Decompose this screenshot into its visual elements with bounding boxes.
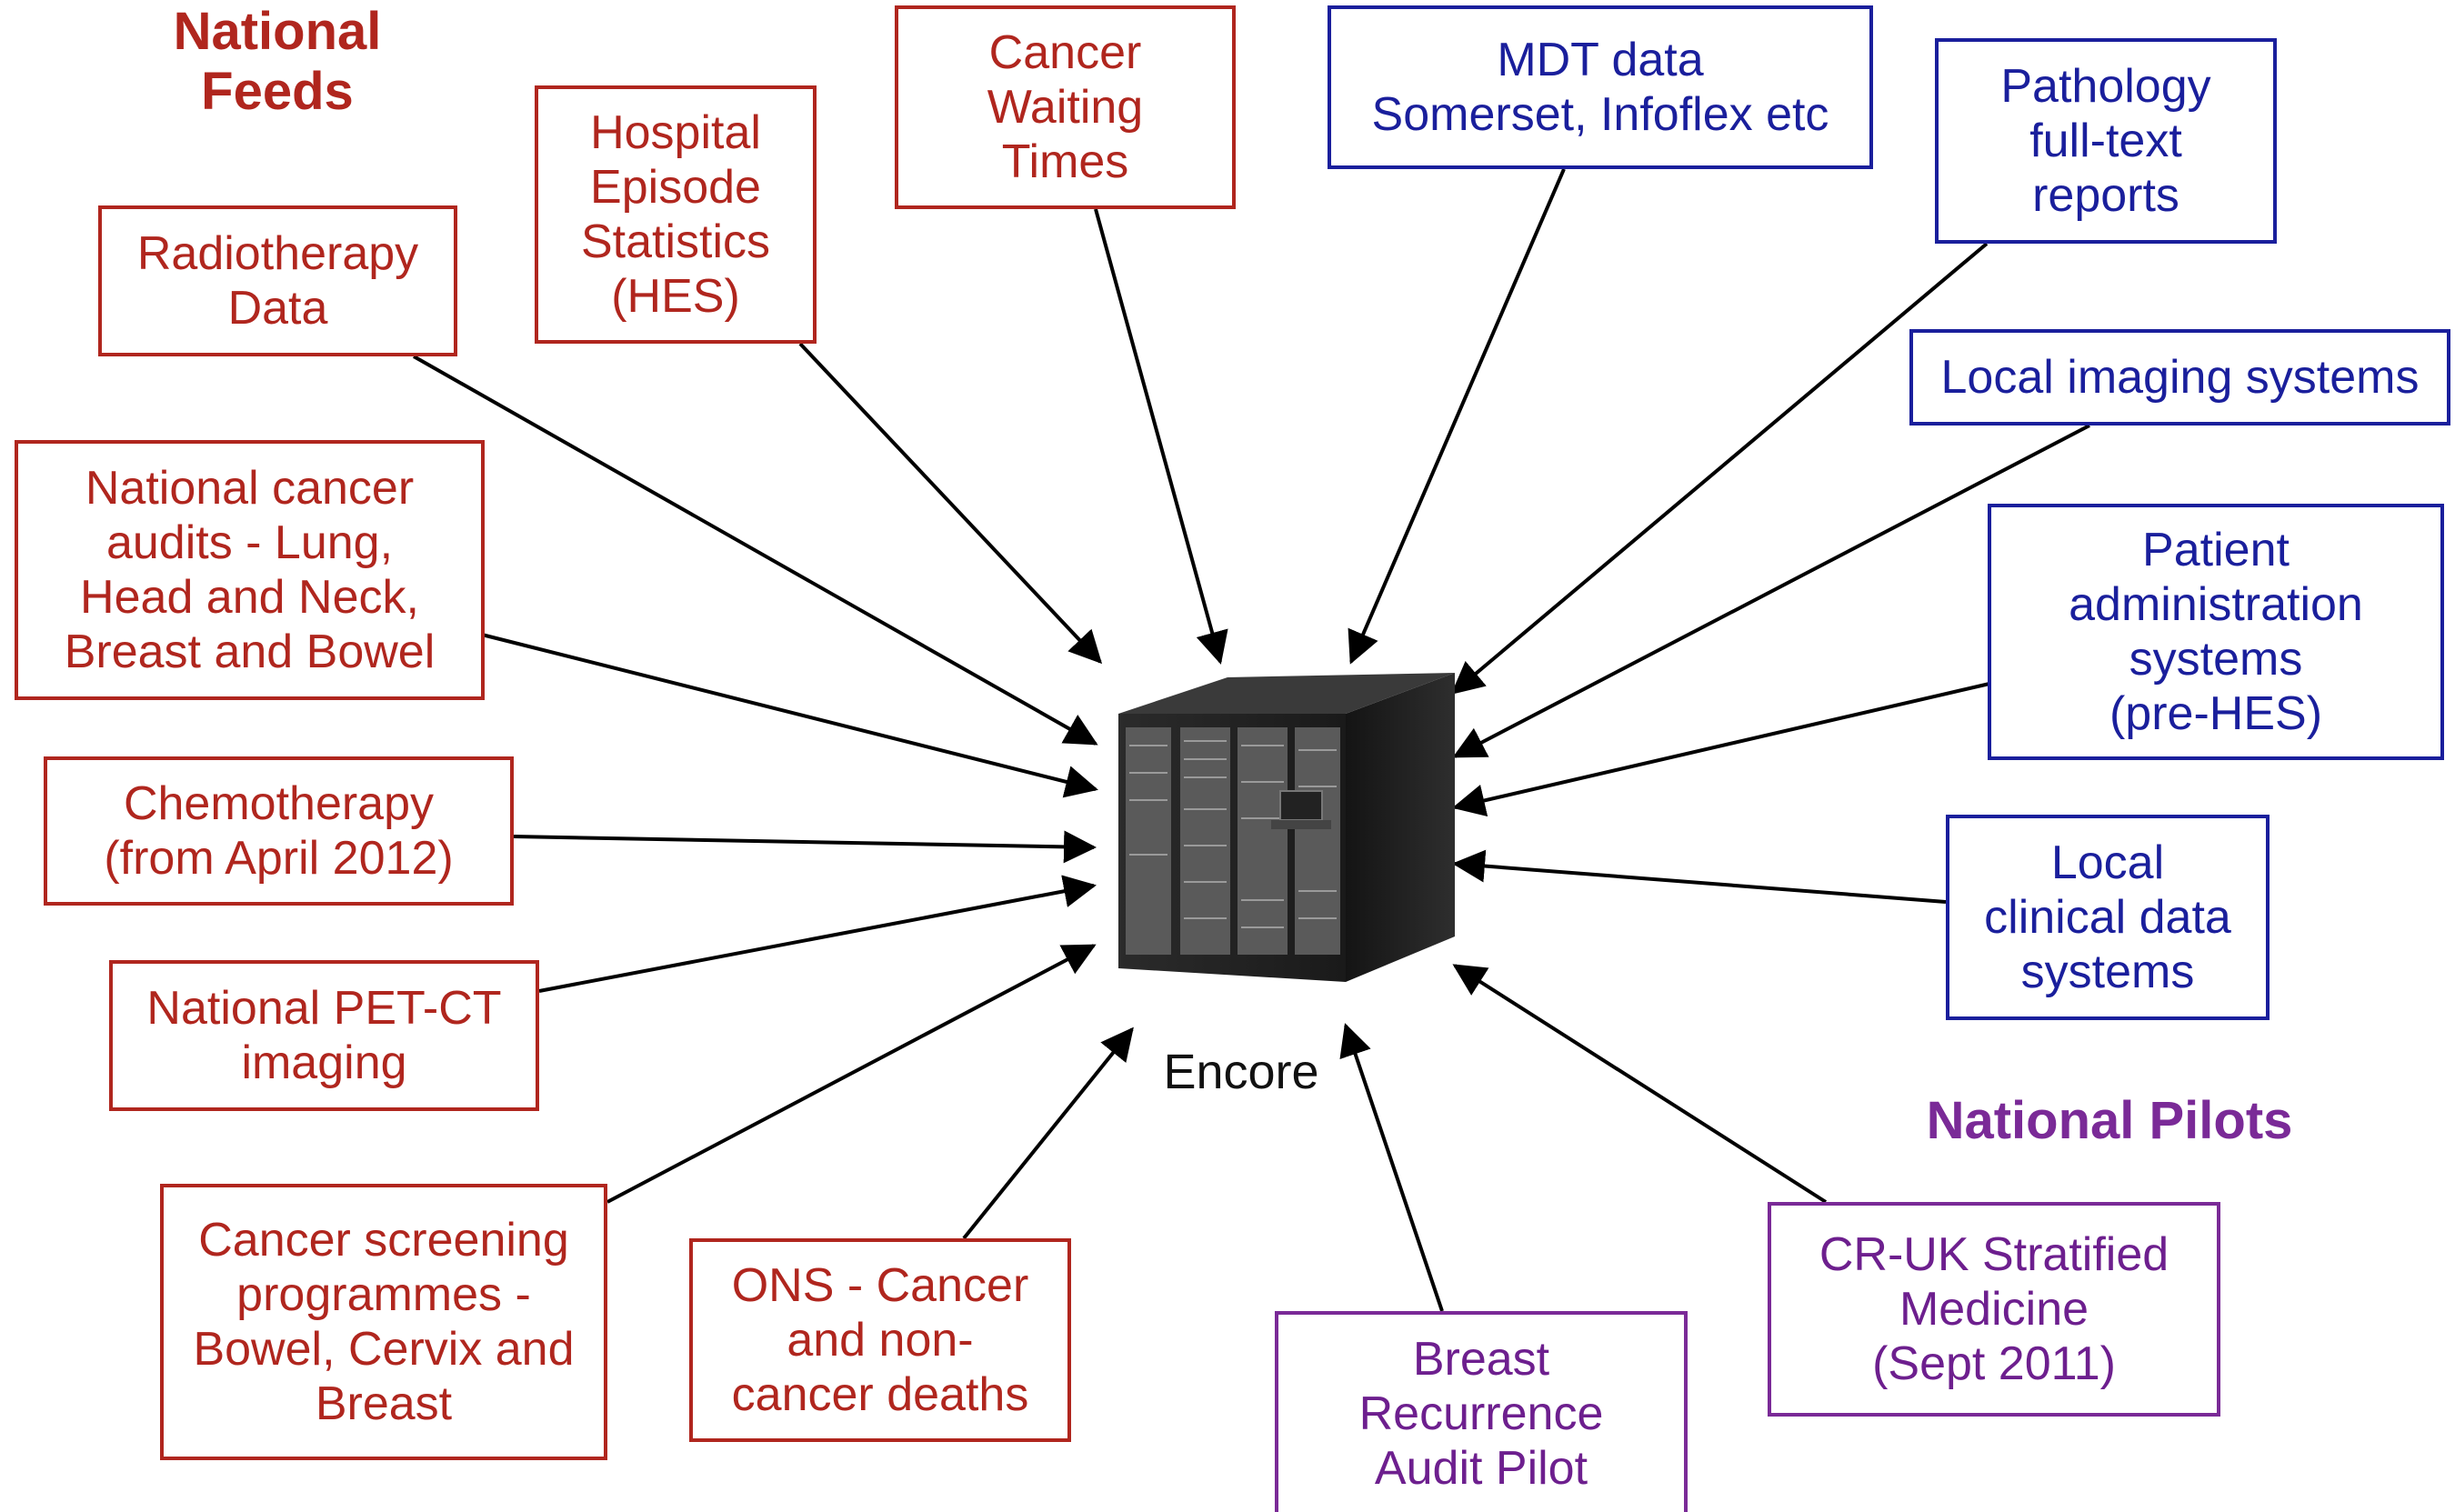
local-patient-administration: Patient administration systems (pre-HES): [1988, 504, 2444, 760]
local-clinical-line: systems: [2020, 946, 2195, 998]
feed-hes: Hospital Episode Statistics (HES): [535, 85, 817, 344]
pilot-cruk-line: Medicine: [1899, 1283, 2089, 1336]
feed-ons-line: and non-: [787, 1314, 974, 1367]
pilot-breast-line: Recurrence: [1358, 1387, 1604, 1440]
feed-cwt-line: Cancer: [988, 26, 1142, 79]
local-clinical-line: clinical data: [1984, 891, 2231, 944]
pilot-cruk-line: (Sept 2011): [1872, 1337, 2116, 1390]
feed-petct-line: imaging: [241, 1036, 407, 1089]
arrow-pathology: [1450, 242, 1989, 695]
pilot-cruk-line: CR-UK Stratified: [1819, 1228, 2169, 1281]
feed-cancer-screening: Cancer screening programmes - Bowel, Cer…: [160, 1184, 607, 1460]
feed-audits-line: Head and Neck,: [80, 571, 419, 624]
arrow-breast: [1339, 1023, 1444, 1312]
feed-cwt-line: Waiting: [987, 81, 1144, 134]
local-mdt-line: MDT data: [1497, 34, 1704, 86]
arrow-petct: [538, 875, 1097, 993]
feed-hes-line: Episode: [590, 161, 761, 214]
feed-radiotherapy-line: Radiotherapy: [136, 227, 419, 280]
feed-audits-line: National cancer: [85, 462, 415, 515]
feed-cwt-line: Times: [1001, 135, 1129, 188]
local-pathology-reports: Pathology full-text reports: [1935, 38, 2277, 244]
national-feeds-heading-line-2: Feeds: [201, 62, 354, 121]
feed-audits-line: Breast and Bowel: [64, 626, 436, 678]
local-clinical-line: Local: [2050, 836, 2165, 889]
arrow-mdt: [1348, 168, 1566, 665]
feed-ons-deaths: ONS - Cancer and non- cancer deaths: [689, 1238, 1071, 1442]
arrow-crukstrat: [1452, 964, 1828, 1204]
feed-ons-line: cancer deaths: [731, 1368, 1029, 1421]
feed-cancer-audits: National cancer audits - Lung, Head and …: [15, 440, 485, 700]
national-pilots-heading: National Pilots: [1882, 1091, 2337, 1151]
server-rack-icon: [1118, 673, 1455, 982]
feed-radiotherapy-line: Data: [227, 282, 328, 335]
feed-audits-line: audits - Lung,: [105, 516, 394, 569]
arrow-audits: [481, 633, 1098, 798]
feed-cancer-waiting-times: Cancer Waiting Times: [895, 5, 1236, 209]
encore-label: Encore: [1163, 1045, 1319, 1099]
feed-chemo-line: (from April 2012): [104, 832, 454, 885]
arrow-pas: [1452, 682, 1990, 817]
local-pas-line: Patient: [2142, 524, 2290, 576]
pilot-cruk-stratified-medicine: CR-UK Stratified Medicine (Sept 2011): [1768, 1202, 2220, 1417]
local-pathology-line: full-text: [2029, 115, 2182, 167]
local-clinical-data-systems: Local clinical data systems: [1946, 815, 2270, 1020]
local-pas-line: administration: [2069, 578, 2363, 631]
feed-hes-line: Hospital: [590, 106, 761, 159]
arrow-ons: [962, 1026, 1134, 1240]
feed-hes-line: Statistics: [580, 215, 771, 268]
feed-hes-line: (HES): [611, 270, 740, 323]
feed-petct-line: National PET-CT: [146, 982, 502, 1035]
arrow-screening: [606, 944, 1097, 1204]
feed-radiotherapy: Radiotherapy Data: [98, 205, 457, 356]
pilot-breast-line: Breast: [1412, 1332, 1550, 1386]
feed-screening-line: Bowel, Cervix and: [193, 1323, 575, 1376]
feed-chemo-line: Chemotherapy: [123, 777, 435, 830]
pilot-breast-recurrence-audit: Breast Recurrence Audit Pilot: [1275, 1311, 1688, 1512]
arrow-imaging: [1452, 424, 2090, 758]
local-imaging-line: Local imaging systems: [1940, 351, 2420, 404]
feed-ons-line: ONS - Cancer: [731, 1259, 1029, 1312]
feed-pet-ct: National PET-CT imaging: [109, 960, 539, 1111]
national-pilots-heading-text: National Pilots: [1926, 1091, 2293, 1150]
feed-screening-line: Cancer screening: [198, 1214, 569, 1267]
feed-screening-line: programmes -: [236, 1268, 531, 1321]
national-feeds-heading-line-1: National: [173, 2, 382, 61]
local-imaging-systems: Local imaging systems: [1909, 329, 2450, 426]
local-mdt-data: MDT data Somerset, Infoflex etc: [1328, 5, 1873, 169]
arrow-cwt: [1094, 208, 1228, 665]
local-pathology-line: reports: [2032, 169, 2179, 222]
arrow-clinical: [1452, 849, 1947, 904]
arrow-chemo: [513, 830, 1097, 864]
arrow-hes: [798, 342, 1103, 665]
feed-screening-line: Breast: [315, 1377, 453, 1430]
local-mdt-line: Somerset, Infoflex etc: [1371, 88, 1829, 141]
local-pas-line: (pre-HES): [2109, 687, 2323, 740]
local-pathology-line: Pathology: [2000, 60, 2211, 113]
pilot-breast-line: Audit Pilot: [1374, 1441, 1588, 1495]
local-pas-line: systems: [2129, 633, 2303, 686]
feed-chemotherapy: Chemotherapy (from April 2012): [44, 756, 514, 906]
national-feeds-heading: National Feeds: [136, 2, 418, 122]
arrow-radiotherapy: [413, 355, 1098, 746]
